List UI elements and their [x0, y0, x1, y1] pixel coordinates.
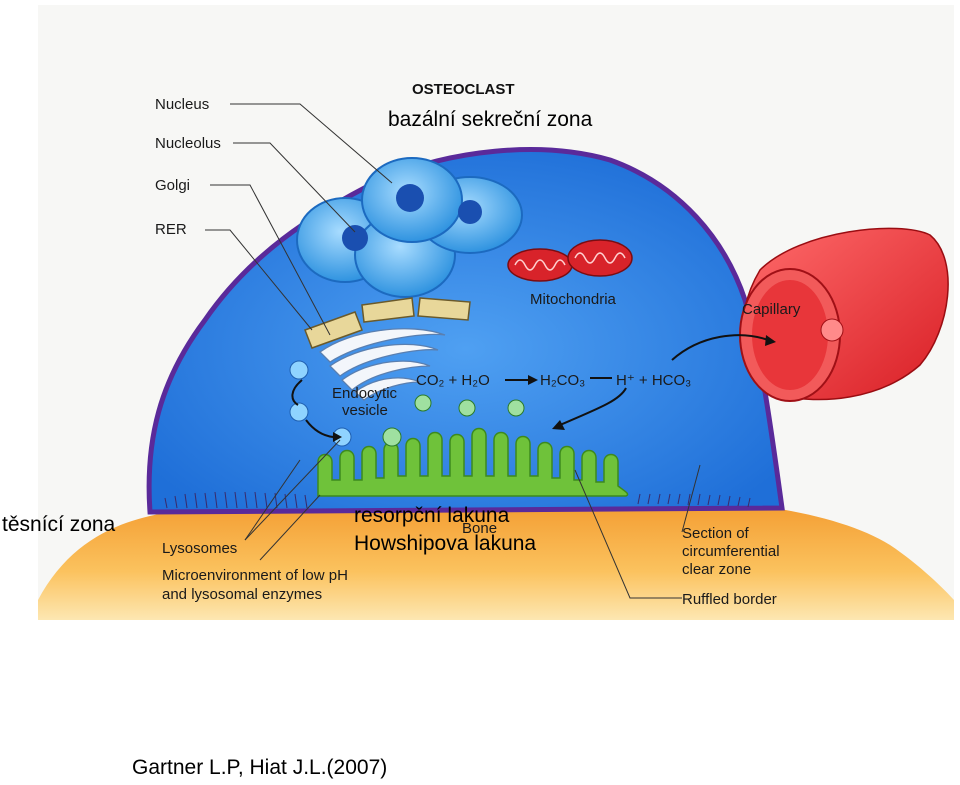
rer	[304, 297, 471, 349]
label-nucleolus: Nucleolus	[155, 135, 221, 152]
label-capillary: Capillary	[742, 301, 801, 318]
capillary	[739, 227, 949, 402]
label-bone: Bone	[462, 520, 497, 537]
figure-title: OSTEOCLAST	[412, 81, 515, 98]
vesicle-shape	[382, 427, 402, 447]
leader-lines	[205, 103, 701, 599]
nucleolus-shape	[342, 225, 368, 251]
arrows	[291, 334, 769, 438]
label-endocytic-1: Endocytic	[332, 385, 398, 402]
nucleolus-shape	[458, 200, 482, 224]
nucleolus-shape	[396, 184, 424, 212]
overlay-top-zone: bazální sekreční zona	[388, 108, 593, 131]
golgi-apparatus	[319, 328, 446, 401]
mitochondrion-shape	[507, 248, 573, 282]
vesicle-shape	[289, 360, 309, 380]
label-mitochondria: Mitochondria	[530, 291, 617, 308]
label-reaction-co2: CO₂ + H₂O	[416, 372, 490, 389]
label-rer: RER	[155, 221, 187, 238]
label-micro-2: and lysosomal enzymes	[162, 586, 322, 603]
vesicles	[289, 360, 525, 447]
arrowheads	[333, 335, 776, 442]
clear-zone-right	[637, 493, 751, 508]
label-golgi: Golgi	[155, 177, 190, 194]
label-lysosomes: Lysosomes	[162, 540, 237, 557]
overlay-lacuna-2: Howshipova lakuna	[354, 532, 536, 555]
label-nucleus: Nucleus	[155, 96, 209, 113]
vesicle-shape	[458, 399, 476, 417]
vesicle-shape	[289, 402, 309, 422]
label-section-2: circumferential	[682, 543, 780, 560]
label-section-1: Section of	[682, 525, 750, 542]
overlay-lacuna-1: resorpční lakuna	[354, 504, 510, 527]
label-section-3: clear zone	[682, 561, 751, 578]
vesicle-shape	[414, 394, 432, 412]
bone-region	[38, 498, 954, 620]
label-reaction-h2co3: H₂CO₃	[540, 372, 585, 389]
clear-zone-left	[164, 491, 308, 509]
overlay-left-zone: těsnící zona	[2, 513, 116, 536]
label-micro-1: Microenvironment of low pH	[162, 567, 348, 584]
vesicle-shape	[507, 399, 525, 417]
label-reaction-ions: H⁺ + HCO₃	[616, 372, 691, 389]
label-endocytic-2: vesicle	[342, 402, 388, 419]
mitochondrion-shape	[567, 239, 633, 277]
label-ruffled: Ruffled border	[682, 591, 777, 608]
mitochondria	[507, 239, 633, 282]
figure-credit: Gartner L.P, Hiat J.L.(2007)	[132, 756, 388, 779]
